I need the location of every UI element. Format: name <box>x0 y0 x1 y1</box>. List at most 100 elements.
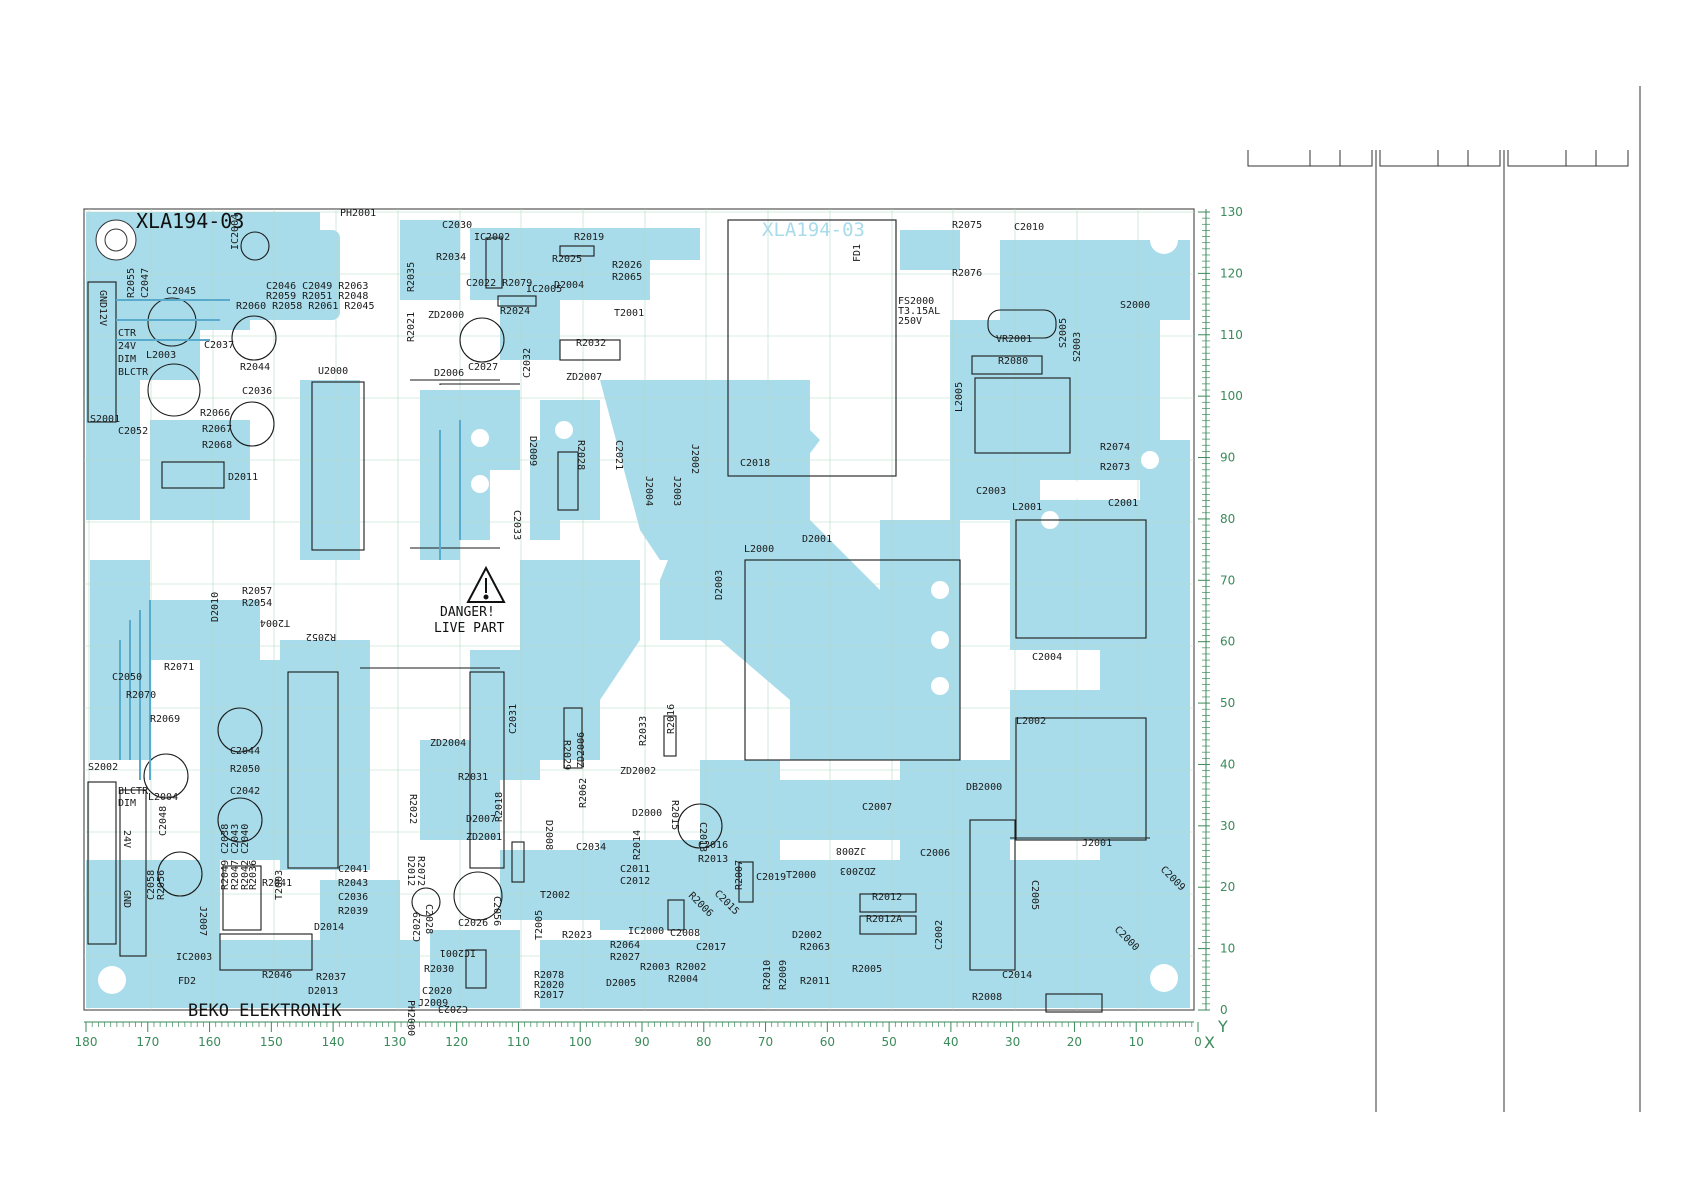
component-label: R2023 <box>562 930 592 941</box>
component-label: C2047 <box>140 268 151 298</box>
component-label: R2031 <box>458 772 488 783</box>
component-label: ZD2001 <box>466 832 502 843</box>
component-label: C2056 <box>491 896 502 926</box>
component-label: D2011 <box>228 472 258 483</box>
x-tick-label: 120 <box>445 1035 468 1049</box>
title-block-frame <box>1247 86 1641 1112</box>
component-label: R2012 <box>872 892 902 903</box>
connector-pin-label: 12V <box>97 308 108 326</box>
component-label: C2023 <box>438 1003 468 1014</box>
component-label: T2002 <box>540 890 570 901</box>
component-label: C2036 <box>338 892 368 903</box>
component-label: DB2000 <box>966 782 1002 793</box>
component-label: S2002 <box>88 762 118 773</box>
component-label: R2075 <box>952 220 982 231</box>
x-tick-label: 140 <box>322 1035 345 1049</box>
connector-pin-label: GND <box>97 290 108 308</box>
component-label: R2060 R2058 R2061 R2045 <box>236 301 374 312</box>
component-label: C2012 <box>620 876 650 887</box>
component-label: D2013 <box>308 986 338 997</box>
x-tick-label: 110 <box>507 1035 530 1049</box>
warning-line1: DANGER! <box>440 605 495 620</box>
component-label: C2032 <box>522 348 533 378</box>
component-label: C2058 <box>146 870 157 900</box>
component-label: R2067 <box>202 424 232 435</box>
component-label: L2004 <box>148 792 178 803</box>
connector-pin-label: 24V <box>121 830 132 848</box>
component-label: R2016 <box>666 704 677 734</box>
component-label: R2052 <box>306 631 336 642</box>
component-label: C2042 <box>230 786 260 797</box>
component-label: C2022 R2079 <box>466 278 532 289</box>
y-tick-label: 80 <box>1220 512 1235 526</box>
component-label: R2024 <box>500 306 530 317</box>
y-tick-label: 100 <box>1220 389 1243 403</box>
component-label: R2063 <box>800 942 830 953</box>
component-label: R2066 <box>200 408 230 419</box>
component-label: C2036 <box>242 386 272 397</box>
component-label: R2068 <box>202 440 232 451</box>
traces <box>116 299 461 780</box>
component-label: R2055 <box>126 268 137 298</box>
component-label: C2006 <box>920 848 950 859</box>
component-label: D2004 <box>554 280 584 291</box>
component-label: J2007 <box>197 906 208 936</box>
component-label: S2000 <box>1120 300 1150 311</box>
x-tick-label: 90 <box>634 1035 649 1049</box>
component-label: R2005 <box>852 964 882 975</box>
danger-warning-icon <box>466 565 506 603</box>
component-label: C2046 C2049 R2063 <box>266 281 368 292</box>
component-label: L2000 <box>744 544 774 555</box>
y-tick-label: 10 <box>1220 942 1235 956</box>
y-tick-label: 20 <box>1220 880 1235 894</box>
component-label: D2005 <box>606 978 636 989</box>
component-label: R2015 <box>669 800 680 830</box>
component-label: R2064 <box>610 940 640 951</box>
component-label: L2005 <box>954 382 965 412</box>
fd1-label: FD1 <box>852 244 863 262</box>
component-label: R2062 <box>578 778 589 808</box>
component-label: T2005 <box>534 910 545 940</box>
component-label: PH2000 <box>405 1000 416 1036</box>
component-label: R2013 <box>698 854 728 865</box>
component-label: R2025 <box>552 254 582 265</box>
y-tick-label: 30 <box>1220 819 1235 833</box>
component-label: U2000 <box>318 366 348 377</box>
component-label: ZD2004 <box>430 738 466 749</box>
component-label: R2029 <box>561 740 572 770</box>
component-label: C2045 <box>166 286 196 297</box>
component-label: ZD2000 <box>428 310 464 321</box>
component-label: C2037 <box>204 340 234 351</box>
component-label: R2008 <box>972 992 1002 1003</box>
component-label: J2004 <box>643 476 654 506</box>
connector-pin-label: CTR <box>118 328 137 339</box>
y-tick-label: 60 <box>1220 635 1235 649</box>
component-label: IC2000 <box>628 926 664 937</box>
component-label: R2014 <box>632 830 643 860</box>
component-label: R2056 <box>156 870 167 900</box>
fuse-line1: FS2000 <box>898 296 934 307</box>
component-label: J2001 <box>1082 838 1112 849</box>
component-label: C2033 <box>511 510 522 540</box>
component-label: JZ008 <box>836 845 866 856</box>
component-label: IC2003 <box>176 952 212 963</box>
x-axis-label: X <box>1204 1033 1215 1052</box>
component-label: D2009 <box>527 436 538 466</box>
connector-pin-label: GND <box>121 890 132 908</box>
component-label: C2016 <box>698 840 728 851</box>
mounting-holes <box>95 219 1178 994</box>
pads <box>471 421 1159 695</box>
component-label: R2042 C2040 <box>240 824 251 890</box>
component-label: J2009 <box>418 998 448 1009</box>
x-tick-label: 30 <box>1005 1035 1020 1049</box>
manufacturer-label: BEKO ELEKTRONIK <box>188 1001 342 1021</box>
component-label: R2043 <box>338 878 368 889</box>
connector-pin-label: 24V <box>118 341 136 352</box>
component-label: L2003 <box>146 350 176 361</box>
component-label: C2034 <box>576 842 606 853</box>
component-label: R2073 <box>1100 462 1130 473</box>
component-label: D2002 <box>792 930 822 941</box>
